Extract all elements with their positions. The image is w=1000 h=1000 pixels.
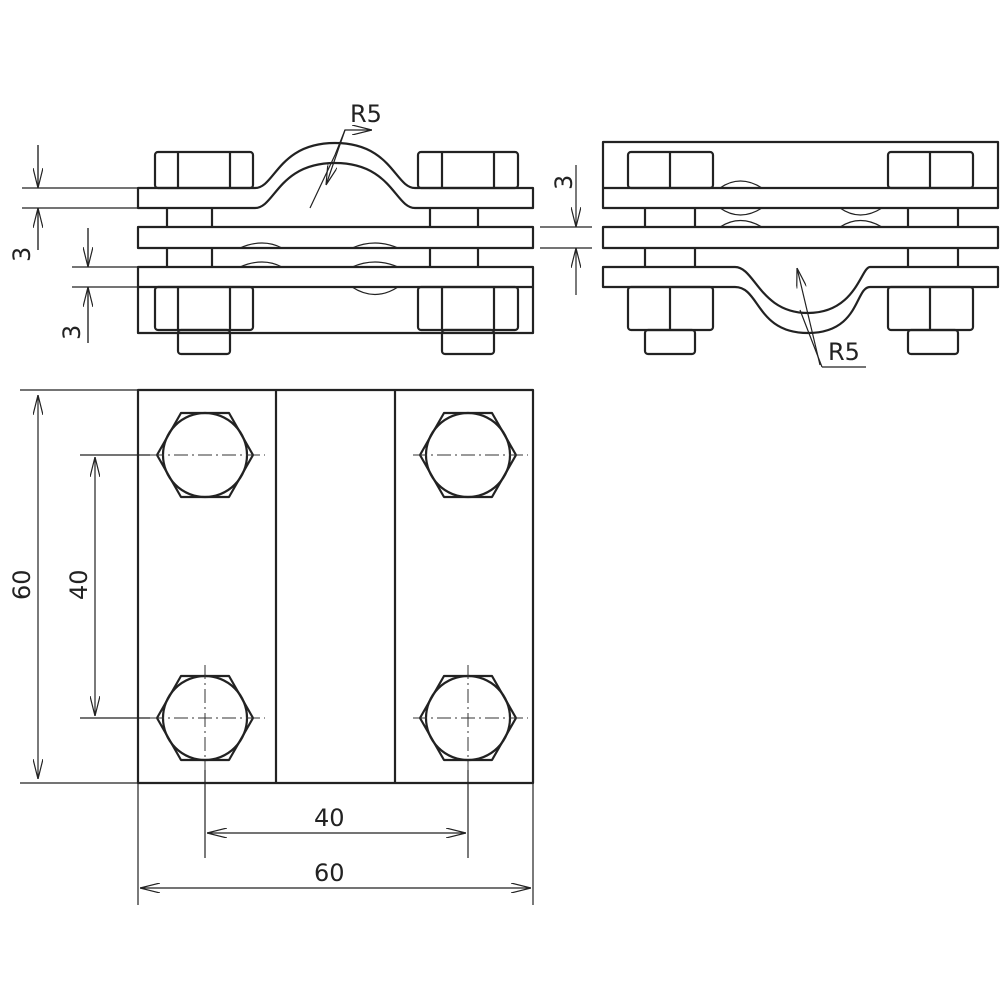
nut-icon	[153, 285, 255, 356]
dimension-label: 60	[314, 859, 345, 887]
dimension-label: 40	[65, 569, 93, 600]
bolt-head-icon	[416, 150, 520, 190]
nut-icon	[886, 285, 975, 356]
radius-label: R5	[350, 100, 382, 128]
thickness-label: 3	[550, 175, 578, 190]
bolt-head-icon	[626, 150, 715, 190]
side-view-right: R5 3	[540, 140, 1000, 368]
nut-icon	[416, 285, 520, 356]
side-view-left: R5 3 3	[8, 100, 535, 356]
thickness-label: 3	[58, 325, 86, 340]
dimension-label: 60	[8, 569, 36, 600]
nut-icon	[626, 285, 715, 356]
dimension-label: 40	[314, 804, 345, 832]
bolt-head-icon	[886, 150, 975, 190]
thickness-label: 3	[8, 247, 36, 262]
bolt-head-icon	[153, 150, 255, 190]
top-view: 60 40 40 60	[8, 388, 535, 905]
radius-label: R5	[828, 338, 860, 366]
